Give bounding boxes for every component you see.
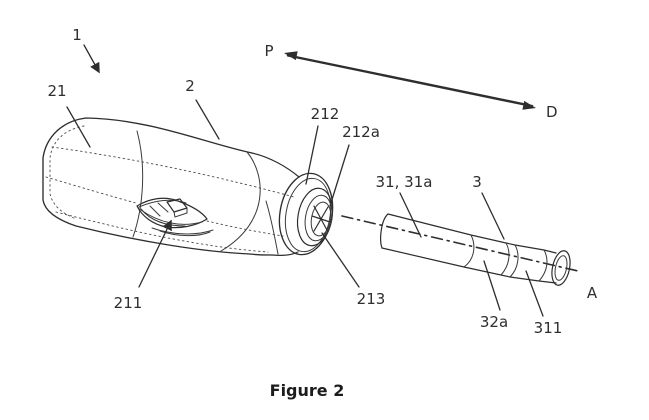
leader-ref-32a	[483, 260, 501, 311]
ref-label-311: 311	[534, 319, 563, 337]
leader-ref-2	[195, 99, 220, 140]
leader-ref-21	[66, 106, 91, 148]
leader-ref-31-31a	[399, 192, 422, 238]
leader-ref-213	[321, 232, 360, 288]
front-cap-rings	[278, 172, 334, 256]
axis-label-a: A	[587, 284, 598, 302]
ref-label-32a: 32a	[480, 313, 508, 331]
axis-line	[341, 215, 579, 272]
leader-lines	[66, 44, 544, 317]
leader-ref-212a	[329, 144, 350, 207]
ref-label-213: 213	[357, 290, 386, 308]
axis-label-d: D	[546, 103, 558, 121]
ref-label-1: 1	[72, 26, 82, 44]
leader-ref-211	[138, 219, 172, 288]
ref-label-211: 211	[114, 294, 143, 312]
ref-label-3: 3	[472, 173, 482, 191]
leader-ref-1	[83, 44, 100, 74]
device-housing-outline	[42, 117, 300, 256]
ref-label-212: 212	[311, 105, 340, 123]
reference-labels: 1 21 2 P D 212 212a 31, 31a 3 213 211 32…	[47, 26, 597, 337]
needle-rod-assembly	[380, 213, 571, 286]
ref-label-212a: 212a	[342, 123, 380, 141]
ref-label-21: 21	[47, 82, 66, 100]
ref-label-2: 2	[185, 77, 195, 95]
figure-caption: Figure 2	[270, 381, 345, 400]
axis-label-p: P	[264, 42, 273, 60]
leader-ref-3	[481, 192, 505, 240]
pd-direction-arrow	[284, 51, 536, 110]
ref-label-31-31a: 31, 31a	[376, 173, 433, 191]
inspection-window	[136, 197, 214, 237]
leader-ref-212	[305, 125, 319, 185]
cross-opening	[311, 205, 331, 233]
leader-ref-311	[525, 270, 544, 317]
